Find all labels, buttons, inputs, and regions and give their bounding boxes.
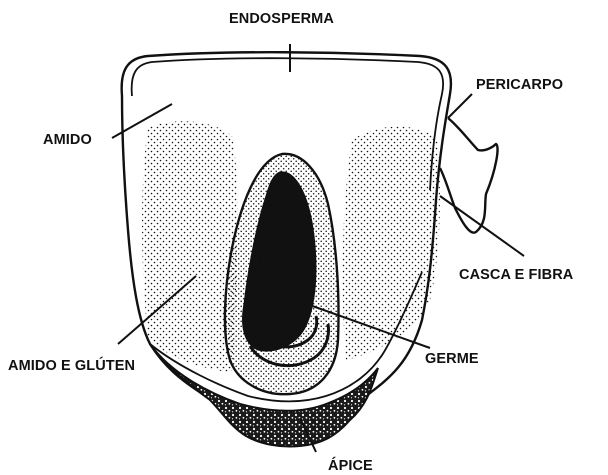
label-amido: AMIDO	[43, 132, 92, 148]
starch-gluten-right-lobe	[343, 127, 440, 361]
label-endosperma: ENDOSPERMA	[229, 11, 334, 27]
label-germe: GERME	[425, 351, 479, 367]
label-apice: ÁPICE	[328, 457, 373, 474]
label-casca-e-fibra: CASCA E FIBRA	[459, 267, 574, 283]
starch-gluten-left-lobe	[142, 121, 238, 372]
label-amido-e-gluten: AMIDO E GLÚTEN	[8, 356, 135, 374]
label-pericarpo: PERICARPO	[476, 77, 563, 93]
germ-center	[274, 286, 294, 306]
leader-pericarpo	[448, 94, 472, 118]
leader-casca-e-fibra	[440, 196, 524, 256]
